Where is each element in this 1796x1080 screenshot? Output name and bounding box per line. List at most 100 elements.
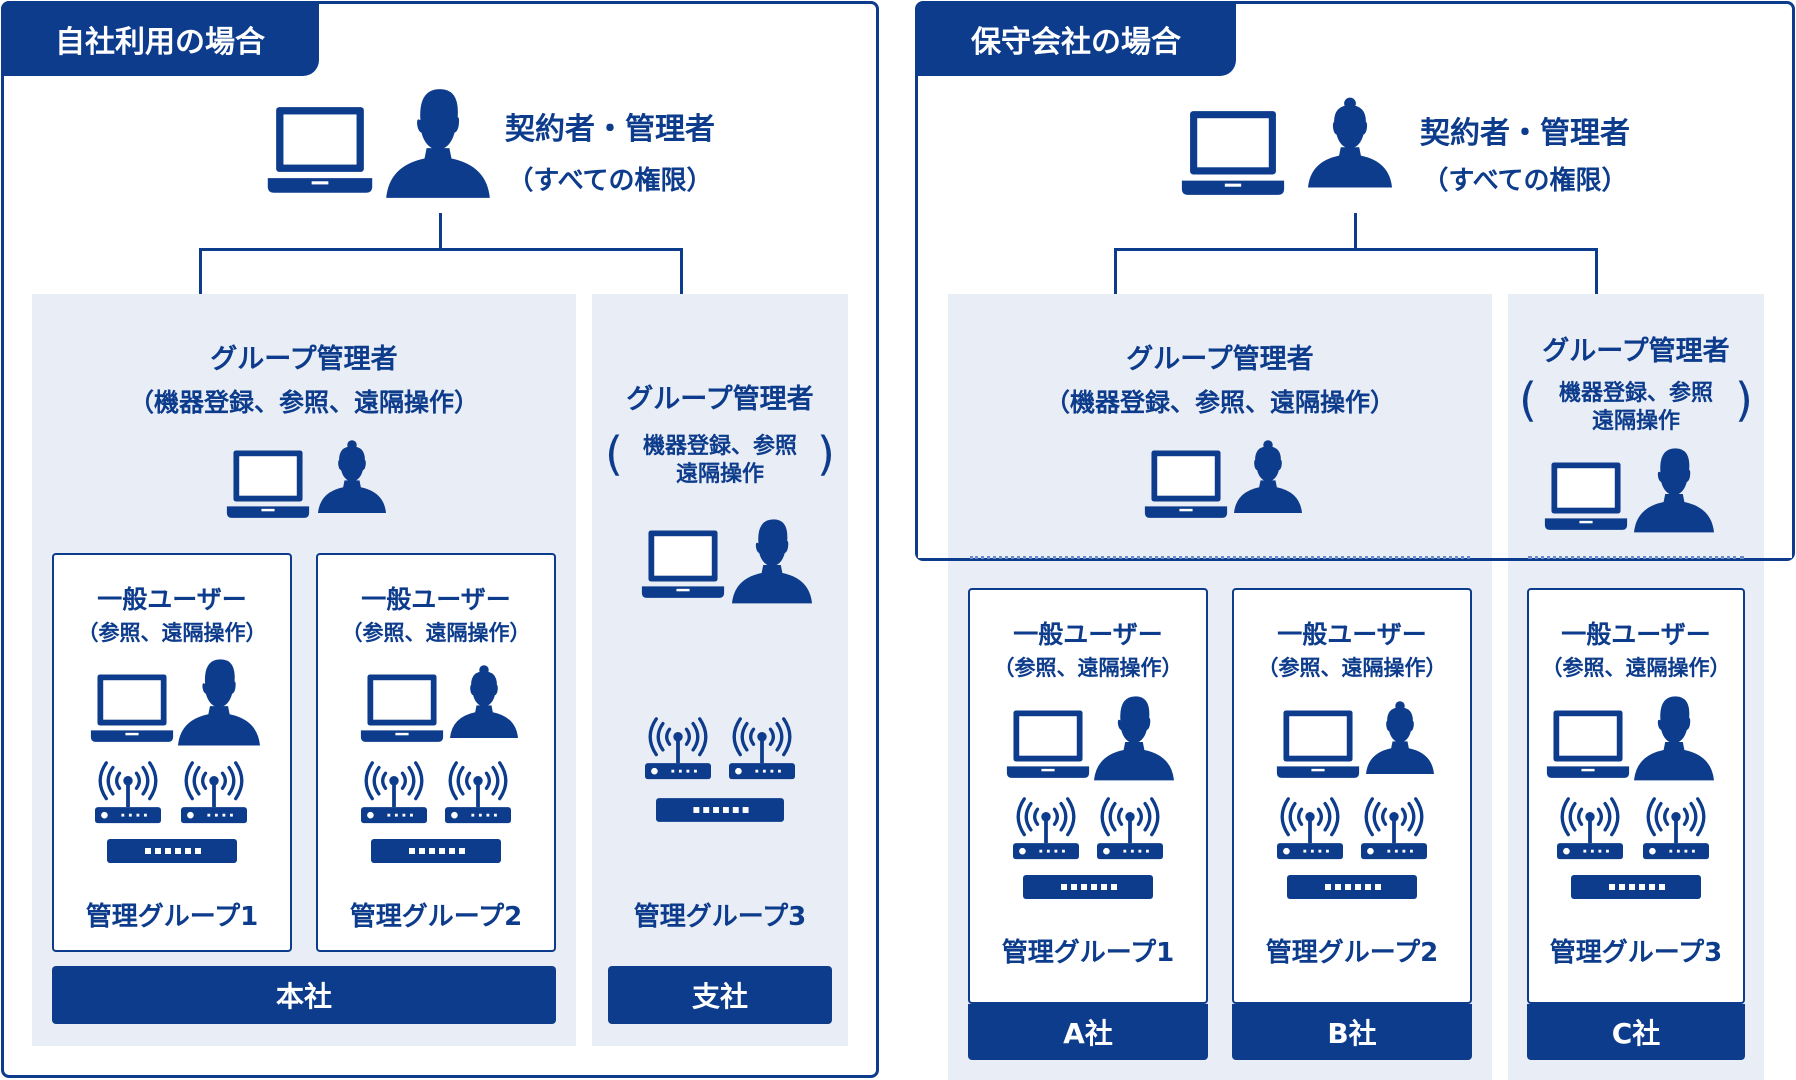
right-group-area-2-top <box>1508 294 1764 558</box>
wifi-router-icon <box>1642 796 1710 862</box>
left-bar-hq: 本社 <box>52 966 556 1024</box>
left-user-box-1 <box>52 553 292 952</box>
left-connector-r <box>680 248 683 296</box>
laptop-icon <box>1542 460 1630 534</box>
left-tab: 自社利用の場合 <box>1 1 319 76</box>
left-group2-title: グループ管理者 <box>626 384 814 415</box>
right-group2-paren-open: ( <box>1519 373 1537 427</box>
right-user2-label: 管理グループ2 <box>1265 938 1439 968</box>
laptop-icon <box>88 672 176 746</box>
wifi-router-icon <box>180 760 248 826</box>
left-group3-label: 管理グループ3 <box>633 902 807 932</box>
network-switch-icon <box>1287 875 1417 899</box>
right-user1-sub: （参照、遠隔操作） <box>993 656 1183 680</box>
right-user3-label: 管理グループ3 <box>1549 938 1723 968</box>
right-panel-gap-fill-2 <box>1492 294 1508 558</box>
network-switch-icon <box>1023 875 1153 899</box>
laptop-icon <box>638 528 728 602</box>
user-female-icon <box>450 656 518 748</box>
user-female-icon <box>318 432 386 522</box>
right-panel <box>915 1 1795 561</box>
right-group2-sub1: 機器登録、参照 <box>1558 381 1713 406</box>
left-contract-sub: （すべての権限） <box>507 166 713 196</box>
right-connector-h <box>1114 248 1598 251</box>
wifi-router-icon <box>728 716 796 782</box>
left-connector-h <box>199 248 683 251</box>
left-group1-title: グループ管理者 <box>210 344 398 375</box>
wifi-router-icon <box>94 760 162 826</box>
right-user1-label: 管理グループ1 <box>1001 938 1175 968</box>
left-user1-title: 一般ユーザー <box>97 585 247 614</box>
right-user-box-3 <box>1527 588 1745 1004</box>
right-user-box-2 <box>1232 588 1472 1004</box>
laptop-icon <box>224 448 312 522</box>
left-bar-branch: 支社 <box>608 966 832 1024</box>
user-male-icon <box>178 656 260 748</box>
right-contract-sub: （すべての権限） <box>1422 166 1628 196</box>
right-user1-title: 一般ユーザー <box>1013 620 1163 649</box>
laptop-icon <box>1274 708 1362 782</box>
left-user2-label: 管理グループ2 <box>349 902 523 932</box>
wifi-router-icon <box>444 760 512 826</box>
user-male-icon <box>732 516 812 606</box>
right-connector-r <box>1595 248 1598 296</box>
user-male-icon <box>386 86 490 200</box>
left-connector-v <box>439 213 442 250</box>
left-user2-sub: （参照、遠隔操作） <box>341 621 531 645</box>
left-group2-sub1: 機器登録、参照 <box>642 434 797 459</box>
network-switch-icon <box>656 798 784 822</box>
left-group2-sub2: 遠隔操作 <box>675 462 764 487</box>
right-group2-paren-close: ) <box>1735 373 1753 427</box>
right-tab: 保守会社の場合 <box>916 1 1236 76</box>
wifi-router-icon <box>1096 796 1164 862</box>
right-dotted-separator-2 <box>1528 556 1744 559</box>
left-contract-title: 契約者・管理者 <box>505 112 715 147</box>
right-group1-sub: （機器登録、参照、遠隔操作） <box>1044 388 1395 417</box>
right-user3-title: 一般ユーザー <box>1561 620 1711 649</box>
wifi-router-icon <box>1276 796 1344 862</box>
laptop-icon <box>1176 108 1290 200</box>
network-switch-icon <box>107 839 237 863</box>
left-user-box-2 <box>316 553 556 952</box>
wifi-router-icon <box>1556 796 1624 862</box>
left-user1-sub: （参照、遠隔操作） <box>77 621 267 645</box>
laptop-icon <box>262 104 378 198</box>
left-group1-sub: （機器登録、参照、遠隔操作） <box>128 388 479 417</box>
right-user2-sub: （参照、遠隔操作） <box>1257 656 1447 680</box>
user-male-icon <box>1094 692 1174 784</box>
right-bar-c: C社 <box>1527 1004 1745 1060</box>
right-group2-title: グループ管理者 <box>1542 336 1730 367</box>
right-user2-title: 一般ユーザー <box>1277 620 1427 649</box>
right-bar-a: A社 <box>968 1004 1208 1060</box>
laptop-icon <box>1004 708 1092 782</box>
right-user-box-1 <box>968 588 1208 1004</box>
right-bar-b: B社 <box>1232 1004 1472 1060</box>
wifi-router-icon <box>1360 796 1428 862</box>
network-switch-icon <box>1571 875 1701 899</box>
user-female-icon <box>1234 432 1302 522</box>
wifi-router-icon <box>1012 796 1080 862</box>
user-female-icon <box>1366 692 1434 784</box>
right-panel-gap-fill-3 <box>1764 294 1792 558</box>
right-connector-v <box>1354 213 1357 250</box>
left-user1-label: 管理グループ1 <box>85 902 259 932</box>
right-dotted-separator-1 <box>970 556 1470 559</box>
wifi-router-icon <box>360 760 428 826</box>
right-user3-sub: （参照、遠隔操作） <box>1541 656 1731 680</box>
user-male-icon <box>1634 446 1714 534</box>
left-connector-l <box>199 248 202 296</box>
left-user2-title: 一般ユーザー <box>361 585 511 614</box>
right-group2-sub2: 遠隔操作 <box>1591 409 1680 434</box>
right-group1-title: グループ管理者 <box>1126 344 1314 375</box>
network-switch-icon <box>371 839 501 863</box>
laptop-icon <box>358 672 446 746</box>
right-panel-gap-fill <box>918 294 948 558</box>
right-connector-l <box>1114 248 1117 296</box>
left-group-area-2 <box>592 294 848 1046</box>
left-group2-paren-open: ( <box>605 427 623 481</box>
right-contract-title: 契約者・管理者 <box>1420 116 1630 151</box>
user-female-icon <box>1308 86 1392 200</box>
laptop-icon <box>1544 708 1632 782</box>
wifi-router-icon <box>644 716 712 782</box>
laptop-icon <box>1142 448 1230 522</box>
